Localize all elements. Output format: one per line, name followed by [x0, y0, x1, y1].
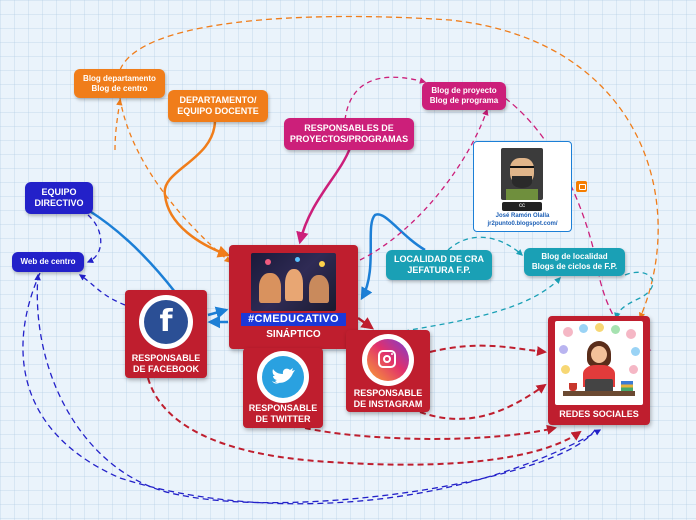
facebook-label: RESPONSABLE DE FACEBOOK — [131, 353, 201, 375]
blog-proyecto-node[interactable]: Blog de proyecto Blog de programa — [422, 82, 506, 110]
redes-sociales-card[interactable]: REDES SOCIALES — [548, 316, 650, 425]
link-directivo-web — [86, 214, 102, 264]
twitter-label: RESPONSABLE DE TWITTER — [248, 403, 318, 425]
responsables-proyectos-node[interactable]: RESPONSABLES DE PROYECTOS/PROGRAMAS — [284, 118, 414, 150]
photo-person-2 — [285, 269, 303, 301]
center-hashtag: #CMEDUCATIVO — [241, 313, 346, 326]
web-centro-label: Web de centro — [20, 257, 76, 266]
network-icon — [595, 323, 604, 332]
blog-departamento-label: Blog departamento Blog de centro — [83, 73, 156, 93]
link-departamento-center — [163, 119, 231, 258]
blogger-icon[interactable] — [576, 181, 587, 192]
link-facebook-redes — [147, 377, 582, 466]
network-icon — [629, 365, 638, 374]
coffee-cup — [569, 383, 577, 391]
blog-departamento-node[interactable]: Blog departamento Blog de centro — [74, 69, 165, 98]
redes-sociales-label: REDES SOCIALES — [559, 409, 639, 419]
network-icon — [559, 345, 568, 354]
twitter-icon — [257, 351, 309, 403]
link-twitter-redes — [304, 424, 557, 440]
link-localidad-center — [360, 213, 426, 301]
facebook-icon: f — [139, 295, 193, 349]
departamento-node[interactable]: DEPARTAMENTO/ EQUIPO DOCENTE — [168, 90, 268, 122]
equipo-directivo-label: EQUIPO DIRECTIVO — [34, 186, 84, 208]
link-center-blog-dep — [114, 98, 123, 151]
network-icon — [563, 327, 573, 337]
author-name: José Ramón Olalla — [495, 213, 550, 219]
network-icon — [626, 329, 636, 339]
web-centro-node[interactable]: Web de centro — [12, 252, 84, 272]
photo-person-3 — [309, 275, 329, 303]
author-avatar — [501, 148, 543, 200]
network-icon — [631, 347, 640, 356]
desk — [563, 391, 635, 396]
link-localidad-blog-loc — [447, 236, 523, 256]
center-title: SINÁPTICO — [266, 329, 321, 340]
network-icon — [579, 324, 588, 333]
redes-illustration — [555, 321, 643, 405]
link-facebook-web — [78, 274, 126, 306]
departamento-label: DEPARTAMENTO/ EQUIPO DOCENTE — [177, 94, 259, 116]
link-facebook-center — [207, 306, 229, 319]
localidad-cra-label: LOCALIDAD DE CRA JEFATURA F.P. — [394, 253, 484, 275]
author-card[interactable]: cc José Ramón Olalla jr2punto0.blogspot.… — [473, 141, 572, 232]
link-center-blog-loc — [359, 277, 561, 341]
twitter-card[interactable]: RESPONSABLE DE TWITTER — [243, 348, 323, 428]
blog-localidad-label: Blog de localidad Blogs de ciclos de F.P… — [531, 252, 618, 271]
avatar-shirt — [506, 189, 538, 200]
link-responsables-center — [296, 147, 352, 245]
network-icon — [611, 325, 620, 334]
person-face — [591, 346, 607, 363]
creative-commons-icon: cc — [502, 202, 542, 211]
link-center-instagram — [357, 316, 375, 330]
photo-person-1 — [259, 273, 281, 303]
link-instagram-redes-2 — [419, 383, 547, 420]
books — [621, 381, 633, 391]
photo-dot — [319, 261, 325, 267]
blog-localidad-node[interactable]: Blog de localidad Blogs de ciclos de F.P… — [524, 248, 625, 276]
instagram-icon — [362, 334, 414, 386]
avatar-beard — [512, 176, 532, 188]
link-instagram-redes — [429, 344, 547, 357]
laptop — [585, 379, 613, 391]
instagram-label: RESPONSABLE DE INSTAGRAM — [353, 388, 423, 410]
link-redes-web — [34, 273, 596, 504]
link-directivo-facebook — [87, 208, 176, 293]
equipo-directivo-node[interactable]: EQUIPO DIRECTIVO — [25, 182, 93, 214]
photo-dot — [295, 257, 300, 262]
center-card[interactable]: #CMEDUCATIVO SINÁPTICO — [229, 245, 358, 349]
link-responsables-blog-proy — [344, 76, 427, 121]
responsables-proyectos-label: RESPONSABLES DE PROYECTOS/PROGRAMAS — [289, 122, 409, 144]
instagram-card[interactable]: RESPONSABLE DE INSTAGRAM — [346, 330, 430, 412]
link-web-redes — [22, 272, 602, 505]
network-icon — [561, 365, 570, 374]
localidad-cra-node[interactable]: LOCALIDAD DE CRA JEFATURA F.P. — [386, 250, 492, 280]
link-blog-loc-redes — [614, 271, 654, 320]
facebook-card[interactable]: f RESPONSABLE DE FACEBOOK — [125, 290, 207, 378]
avatar-glasses — [510, 166, 534, 173]
photo-dot — [265, 259, 271, 265]
link-center-blog-proy — [359, 108, 489, 261]
center-photo — [251, 253, 336, 311]
blog-proyecto-label: Blog de proyecto Blog de programa — [429, 86, 499, 105]
link-blog-dep-center — [119, 97, 231, 263]
author-blog-link[interactable]: jr2punto0.blogspot.com/ — [487, 221, 558, 227]
